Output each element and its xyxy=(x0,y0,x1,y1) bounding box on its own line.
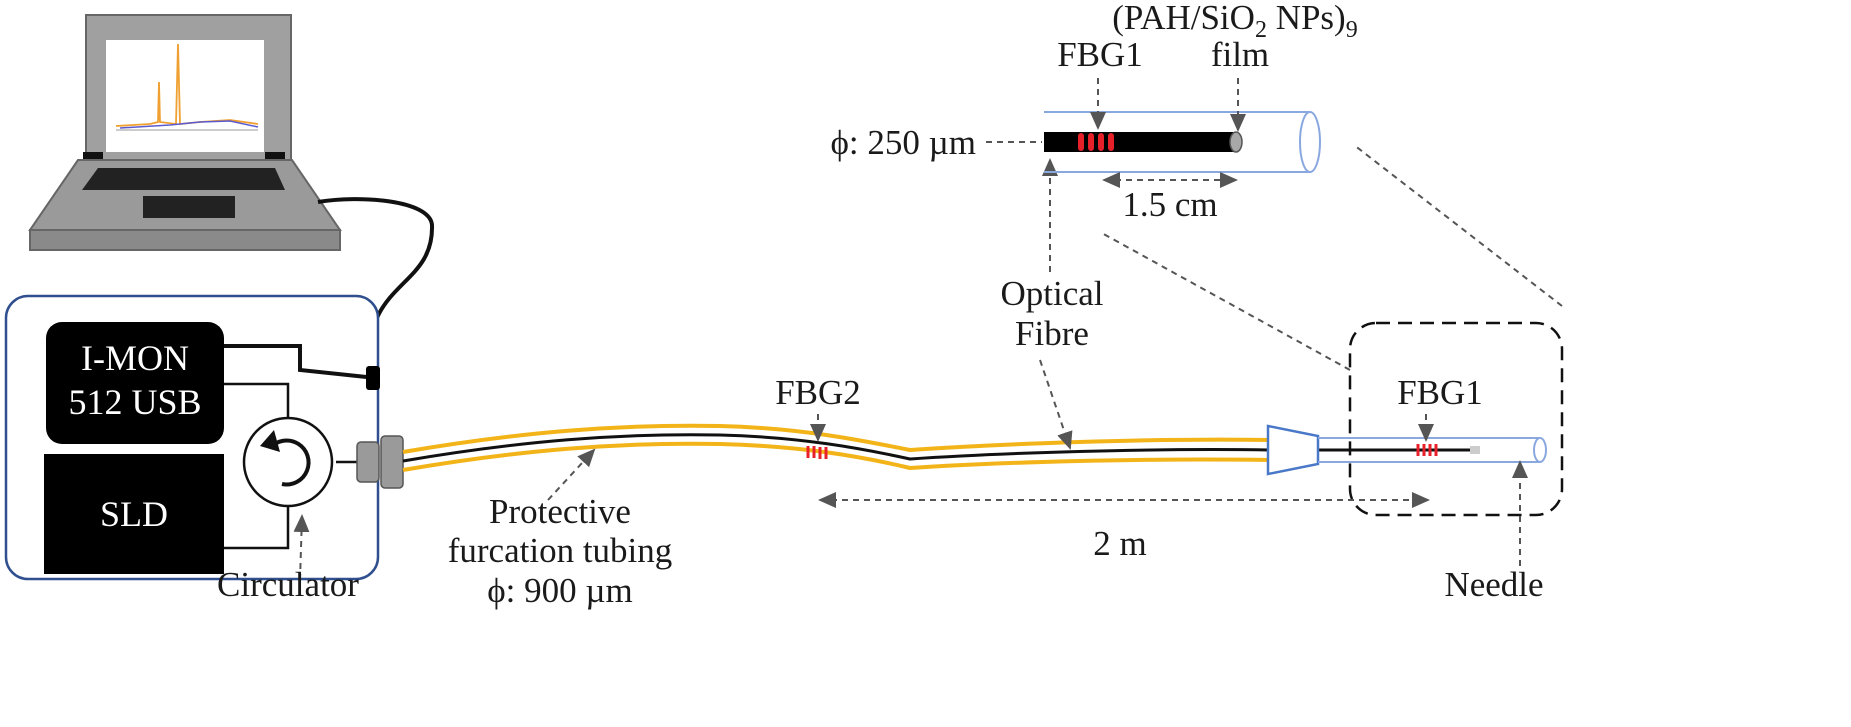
inset-fbg1-label: FBG1 xyxy=(1057,35,1143,74)
inset-film xyxy=(1229,131,1243,153)
laptop-front xyxy=(29,229,341,251)
hinge-right xyxy=(265,152,285,160)
needle-label: Needle xyxy=(1444,565,1543,604)
circulator xyxy=(242,416,334,508)
tubing-label-1: Protective xyxy=(489,492,631,531)
laptop-screen xyxy=(106,40,264,152)
circulator-arrow-head xyxy=(260,430,280,452)
zoom-connector-left xyxy=(1099,231,1351,371)
inset-enlarged-view xyxy=(1044,111,1321,173)
inset-needle-end xyxy=(1299,111,1321,173)
tubing-pointer xyxy=(547,448,596,501)
tubing-label-2: furcation tubing xyxy=(448,531,673,570)
keyboard xyxy=(82,168,285,190)
sld-to-circulator-line xyxy=(224,502,290,550)
film-label-line2: film xyxy=(1211,35,1269,74)
hinge-left xyxy=(83,152,103,160)
fbg2-label: FBG2 xyxy=(775,373,861,412)
sld-label: SLD xyxy=(100,494,168,534)
tubing-diameter-label: ϕ: 900 µm xyxy=(487,571,633,610)
interrogator-box xyxy=(46,322,224,444)
inset-fbg1-grating xyxy=(1078,133,1114,151)
inset-fiber xyxy=(1044,132,1236,152)
connector-left xyxy=(356,441,380,483)
circulator-label: Circulator xyxy=(217,565,359,604)
sld-box xyxy=(44,454,224,574)
interrogator-to-usb-cable xyxy=(224,344,377,380)
usb-plug xyxy=(366,366,380,390)
optical-fibre-pointer xyxy=(1039,359,1073,450)
interrogator-label-2: 512 USB xyxy=(68,382,201,422)
length-label: 2 m xyxy=(1093,524,1146,563)
circulator-arrow xyxy=(268,438,311,487)
fbg1-label: FBG1 xyxy=(1397,373,1483,412)
furcation-tubing xyxy=(402,423,1271,472)
optical-fibre-label-2: Fibre xyxy=(1015,314,1089,353)
film-label-line1: (PAH/SiO2 NPs)9 xyxy=(1112,0,1357,43)
connector-right xyxy=(380,435,404,489)
inset-grating-length-label: 1.5 cm xyxy=(1122,185,1217,224)
optical-fibre-label-1: Optical xyxy=(1000,274,1103,313)
optical-fibre xyxy=(402,433,1480,463)
touchpad xyxy=(143,196,235,218)
needle-tip-film xyxy=(1470,446,1480,454)
interrogator-to-circulator-line xyxy=(224,382,290,420)
fbg2-grating xyxy=(806,446,828,459)
laptop xyxy=(28,14,342,251)
fbg1-grating xyxy=(1416,444,1438,456)
zoom-region xyxy=(1348,321,1564,517)
needle-hub xyxy=(1266,424,1320,476)
interrogator-label-1: I-MON xyxy=(81,338,189,378)
spectrum-plot xyxy=(115,43,259,131)
zoom-connector-right xyxy=(1353,144,1563,307)
inset-diameter-label: ϕ: 250 µm xyxy=(830,123,976,162)
